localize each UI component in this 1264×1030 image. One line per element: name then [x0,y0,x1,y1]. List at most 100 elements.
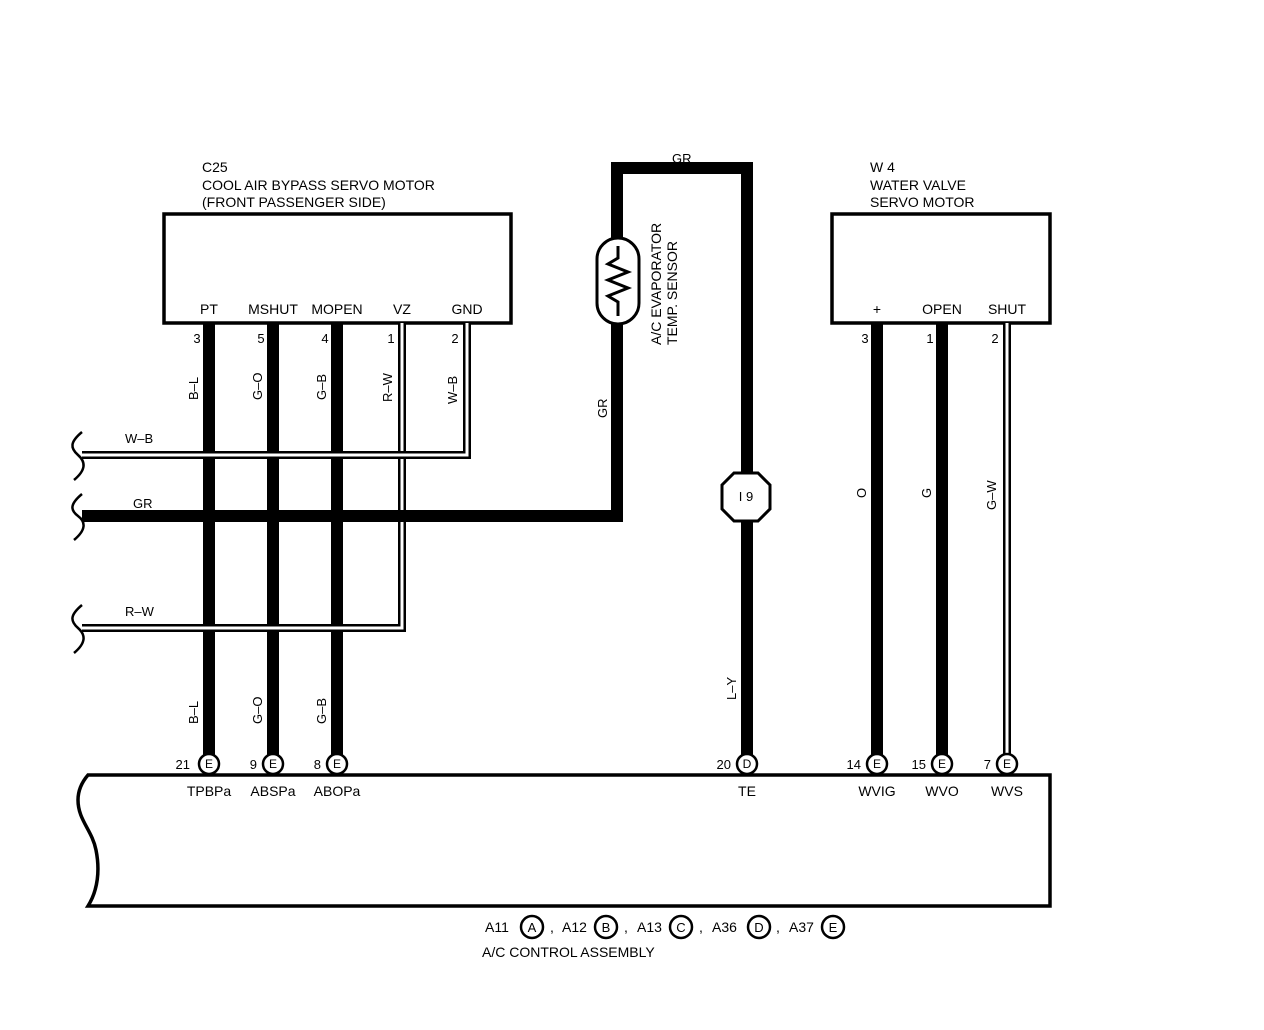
terminal-ring [930,752,954,776]
connector-code: A36 [712,919,737,935]
terminal-wvig: 14 E WVIG [847,752,896,799]
connector-ring [593,914,619,940]
terminal-label: ABOPa [314,783,361,799]
wire-label-sensor-top: GR [672,151,692,166]
connector-a12: A12 B , [562,914,628,940]
w4-pin-label-plus: + [873,301,881,317]
wire-label-sensor-left: GR [595,399,610,419]
terminal-num: 8 [314,757,321,772]
terminal-num: 7 [984,757,991,772]
wire-label-left-gr: GR [133,496,153,511]
terminal-abspa: 9 E ABSPa [250,752,296,799]
terminal-tpbpa: 21 E TPBPa [176,752,232,799]
connector-letter: C [676,920,685,935]
connector-ring [668,914,694,940]
terminal-num: 21 [176,757,190,772]
connector-code: A37 [789,919,814,935]
connector-a37: A37 E [789,914,846,940]
terminal-abopa: 8 E ABOPa [314,752,361,799]
w4-name-line2: SERVO MOTOR [870,194,975,210]
break-wb [71,431,85,481]
c25-code: C25 [202,159,228,175]
wire-label-wvs: G–W [984,480,999,510]
terminal-num: 9 [250,757,257,772]
junction-i9: I 9 [720,471,772,523]
left-break-marks [71,431,85,654]
terminal-ring [995,752,1019,776]
connector-letter: B [602,920,611,935]
break-rw [71,604,85,654]
wire-label-mshut-upper: G–O [250,373,265,400]
wire-label-vz: R–W [380,372,395,402]
terminal-letter: D [743,757,752,771]
c25-pin-num-vz: 1 [387,331,394,346]
control-assembly-name: A/C CONTROL ASSEMBLY [482,944,655,960]
terminal-letter: E [873,757,881,771]
wire-color-labels: B–L G–O G–B R–W W–B W–B GR R–W GR GR B–L… [125,151,999,724]
c25-pin-label-gnd: GND [451,301,482,317]
c25-pin-label-mshut: MSHUT [248,301,298,317]
terminal-letter: E [938,757,946,771]
terminal-letter: E [205,757,213,771]
c25-pin-num-pt: 3 [193,331,200,346]
c25-pin-label-pt: PT [200,301,218,317]
wire-label-mopen-lower: G–B [314,698,329,724]
terminal-num: 15 [912,757,926,772]
control-assembly-body [76,773,1052,908]
junction-octagon [720,471,772,523]
c25-name-line1: COOL AIR BYPASS SERVO MOTOR [202,177,435,193]
wire-label-mshut-lower: G–O [250,697,265,724]
wire-label-pt-upper: B–L [186,377,201,400]
terminal-num: 14 [847,757,861,772]
connector-sep: , [699,919,703,935]
terminal-ring [325,752,349,776]
connector-a36: A36 D , [712,914,780,940]
terminal-label: ABSPa [250,783,295,799]
wire-label-te: L–Y [724,677,739,700]
wire-label-pt-lower: B–L [186,701,201,724]
sensor-label-line1: A/C EVAPORATOR [648,223,664,345]
connector-code: A12 [562,919,587,935]
wire-gnd [82,323,471,459]
evaporator-temp-sensor: A/C EVAPORATOR TEMP. SENSOR [595,223,680,345]
connector-letter: A [528,920,537,935]
sensor-body [595,236,641,326]
connector-a11: A11 A , [485,914,554,940]
w4-pin-label-shut: SHUT [988,301,1027,317]
wire-label-wvo: G [919,488,934,498]
c25-body [162,212,513,325]
w4-code: W 4 [870,159,895,175]
terminal-label: TPBPa [187,783,232,799]
wire-gr-sensor-loop [82,162,753,760]
terminal-num: 20 [717,757,731,772]
terminal-ring [261,752,285,776]
terminal-label: WVS [991,783,1023,799]
ac-control-assembly: 21 E TPBPa 9 E ABSPa 8 E ABOPa 20 D TE 1… [76,752,1052,960]
connector-legend: A11 A , A12 B , A13 C , A36 D , [482,914,846,960]
terminal-label: TE [738,783,756,799]
connector-sep: , [624,919,628,935]
connector-code: A11 [485,919,509,935]
connector-sep: , [776,919,780,935]
terminal-te: 20 D TE [717,752,759,799]
connector-code: A13 [637,919,662,935]
wire-label-wvig: O [854,488,869,498]
w4-name-line1: WATER VALVE [870,177,966,193]
cool-air-bypass-servo-motor: C25 COOL AIR BYPASS SERVO MOTOR (FRONT P… [162,159,513,346]
thermistor-icon [603,246,633,316]
terminal-label: WVO [925,783,959,799]
connector-ring [820,914,846,940]
w4-pin-num-shut: 2 [991,331,998,346]
c25-wiring [82,162,753,760]
w4-wiring [871,323,1011,760]
terminal-letter: E [269,757,277,771]
c25-pin-num-gnd: 2 [451,331,458,346]
junction-label: I 9 [739,489,753,504]
sensor-label-line2: TEMP. SENSOR [664,241,680,345]
terminal-label: WVIG [858,783,895,799]
connector-ring [519,914,545,940]
c25-pin-label-vz: VZ [393,301,411,317]
c25-pin-label-mopen: MOPEN [311,301,362,317]
connector-a13: A13 C , [637,914,703,940]
